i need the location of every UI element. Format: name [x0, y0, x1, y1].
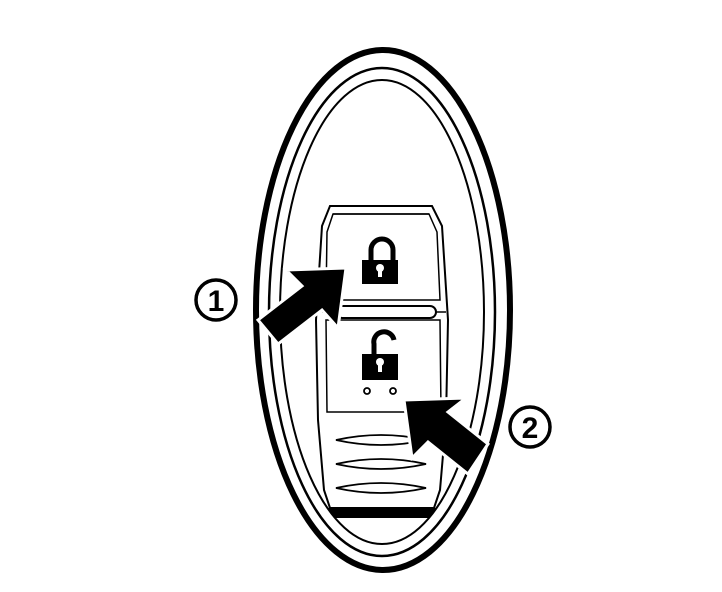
callout-1: 1 [194, 278, 238, 322]
button-panel [314, 205, 450, 509]
button-divider [335, 305, 437, 319]
callout-2-number: 2 [522, 412, 539, 445]
lock-button-outline [325, 213, 441, 301]
callout-1-number: 1 [208, 285, 225, 318]
button-panel-outline [314, 205, 450, 509]
callout-2: 2 [508, 405, 552, 449]
key-fob-bottom-band [280, 508, 484, 518]
callout-arrow-2 [402, 396, 491, 477]
callout-2-circle [508, 405, 552, 449]
callout-arrow-1 [255, 266, 348, 347]
callout-1-circle [194, 278, 238, 322]
unlocked-padlock-icon [362, 329, 398, 380]
unlock-indicator-dot-right [389, 387, 397, 395]
locked-padlock-icon [362, 236, 398, 284]
unlock-indicator-dot-left [363, 387, 371, 395]
lock-button[interactable] [325, 213, 441, 301]
unlock-button[interactable] [325, 319, 442, 413]
